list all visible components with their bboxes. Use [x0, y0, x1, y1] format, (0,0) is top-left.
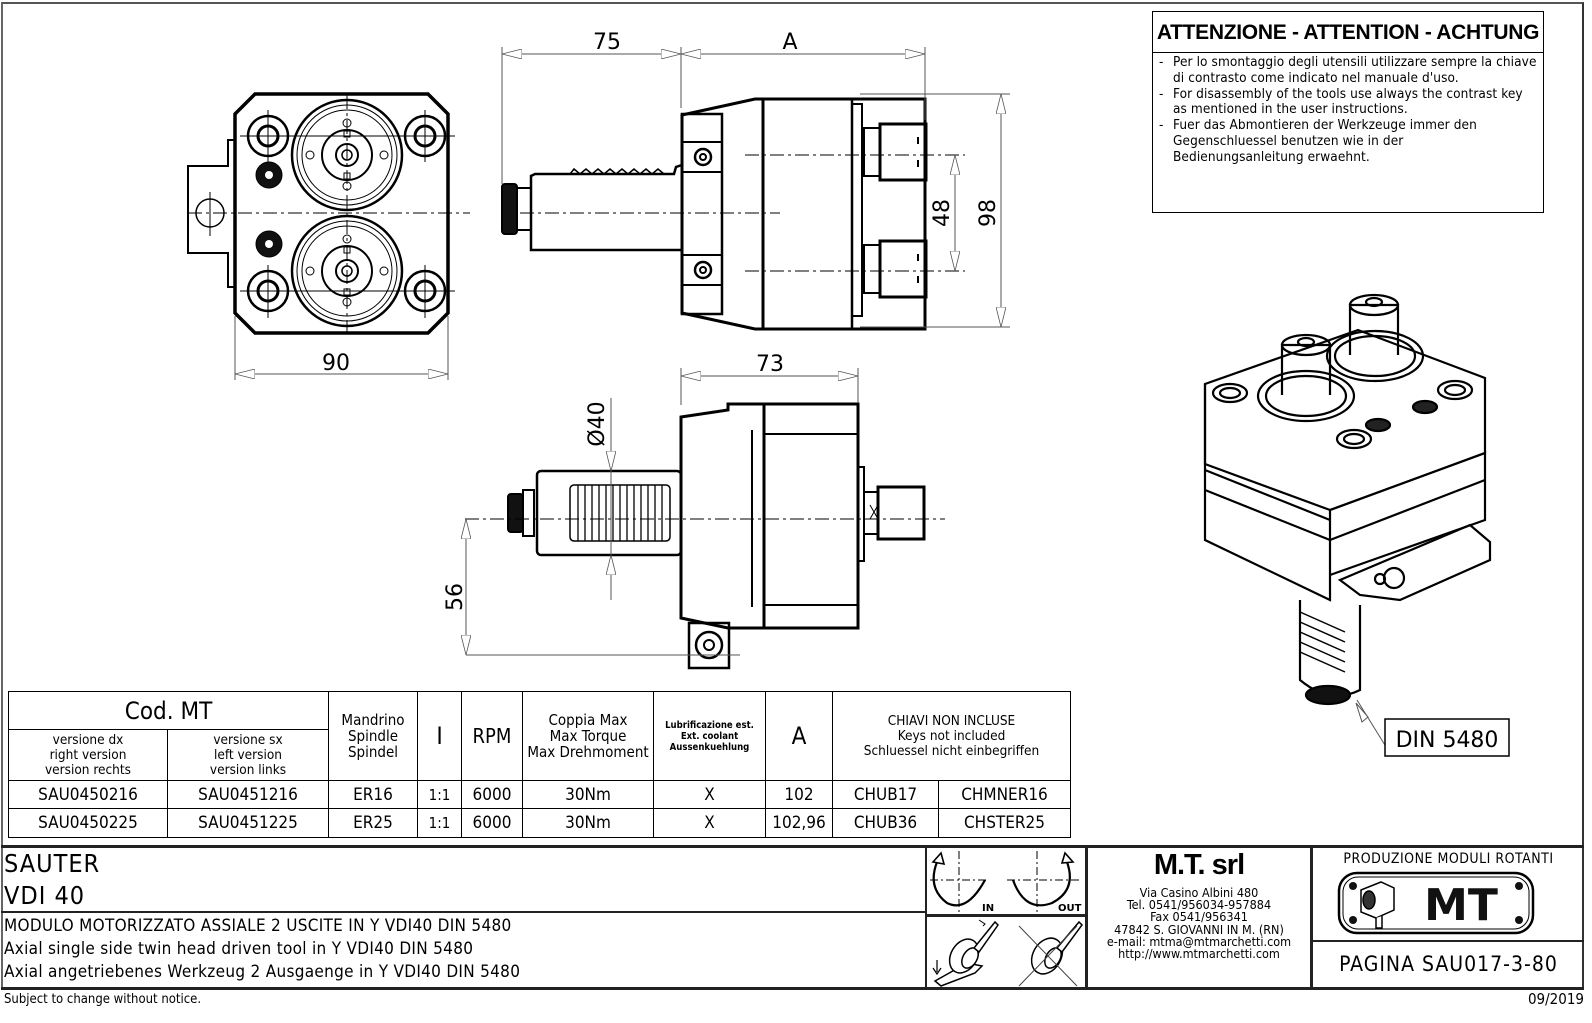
divider	[1311, 940, 1584, 942]
table-row: SAU0450216 SAU0451216 ER16 1:1 6000 30Nm…	[8, 780, 1071, 809]
rotation-in-icon	[930, 851, 987, 912]
warning-item: -Fuer das Abmontieren der Werkzeuge imme…	[1159, 117, 1477, 165]
company-website[interactable]: http://www.mtmarchetti.com	[1118, 946, 1280, 962]
dim-73: 73	[756, 352, 784, 377]
header-cod-mt: Cod. MT	[8, 691, 329, 730]
header-rpm: RPM	[461, 691, 523, 781]
divider	[925, 847, 927, 988]
production-label: PRODUZIONE MODULI ROTANTI	[1343, 851, 1554, 867]
company-email[interactable]: e-mail: mtma@mtmarchetti.com	[1106, 933, 1292, 949]
logo-text: MT	[1424, 880, 1498, 931]
wrench-incorrect-icon	[1018, 920, 1083, 987]
technical-drawings: 90	[187, 30, 1510, 757]
wrench-correct-icon	[932, 919, 999, 987]
dim-a: A	[782, 30, 797, 55]
side-view: 75 A 48 98	[501, 30, 1010, 331]
warning-title: ATTENZIONE - ATTENTION - ACHTUNG	[1153, 12, 1543, 53]
isometric-view: DIN 5480	[1203, 293, 1510, 757]
divider	[1, 911, 927, 913]
mt-logo: MT	[1337, 871, 1535, 935]
title-block-bottom-rule	[1, 987, 1584, 990]
dim-56: 56	[443, 583, 468, 611]
dim-75: 75	[593, 30, 621, 55]
revision-date: 09/2019	[1527, 990, 1584, 1008]
rotation-in-label: IN	[982, 903, 994, 914]
interface-name: VDI 40	[4, 881, 86, 910]
rotation-out-label: OUT	[1058, 903, 1082, 914]
divider	[1310, 847, 1313, 988]
rotation-direction-panel: IN OUT	[930, 851, 1083, 987]
description-en: Axial single side twin head driven tool …	[4, 939, 474, 959]
description-de: Axial angetriebenes Werkzeug 2 Ausgaenge…	[4, 962, 521, 982]
dim-90: 90	[322, 351, 350, 376]
company-name: M.T. srl	[1153, 849, 1245, 881]
title-block-top-rule	[1, 845, 1584, 848]
header-ratio: I	[417, 691, 462, 781]
rotation-out-icon	[1007, 851, 1082, 912]
warning-box: ATTENZIONE - ATTENTION - ACHTUNG -Per lo…	[1152, 11, 1544, 213]
company-address: Via Casino Albini 480 Tel. 0541/956034-9…	[1088, 886, 1310, 962]
callout-din-5480: DIN 5480	[1396, 728, 1499, 753]
page-number: PAGINA SAU017-3-80	[1339, 952, 1558, 976]
disclaimer: Subject to change without notice.	[4, 992, 202, 1007]
description-it: MODULO MOTORIZZATO ASSIALE 2 USCITE IN Y…	[4, 916, 512, 936]
header-a: A	[765, 691, 833, 781]
bottom-view: 73 Ø40 56	[443, 352, 945, 670]
logo-module-icon	[1360, 881, 1395, 929]
front-view: 90	[187, 92, 470, 380]
warning-item: -For disassembly of the tools use always…	[1159, 85, 1523, 118]
dim-48: 48	[930, 199, 955, 227]
dim-98: 98	[976, 199, 1001, 227]
divider	[926, 914, 1086, 917]
drawing-frame	[1, 2, 1584, 989]
warning-item: -Per lo smontaggio degli utensili utiliz…	[1159, 54, 1537, 86]
brand-name: SAUTER	[4, 849, 101, 878]
dim-diameter-40: Ø40	[585, 401, 610, 446]
table-row: SAU0450225 SAU0451225 ER25 1:1 6000 30Nm…	[8, 808, 1071, 838]
divider	[1085, 847, 1088, 988]
